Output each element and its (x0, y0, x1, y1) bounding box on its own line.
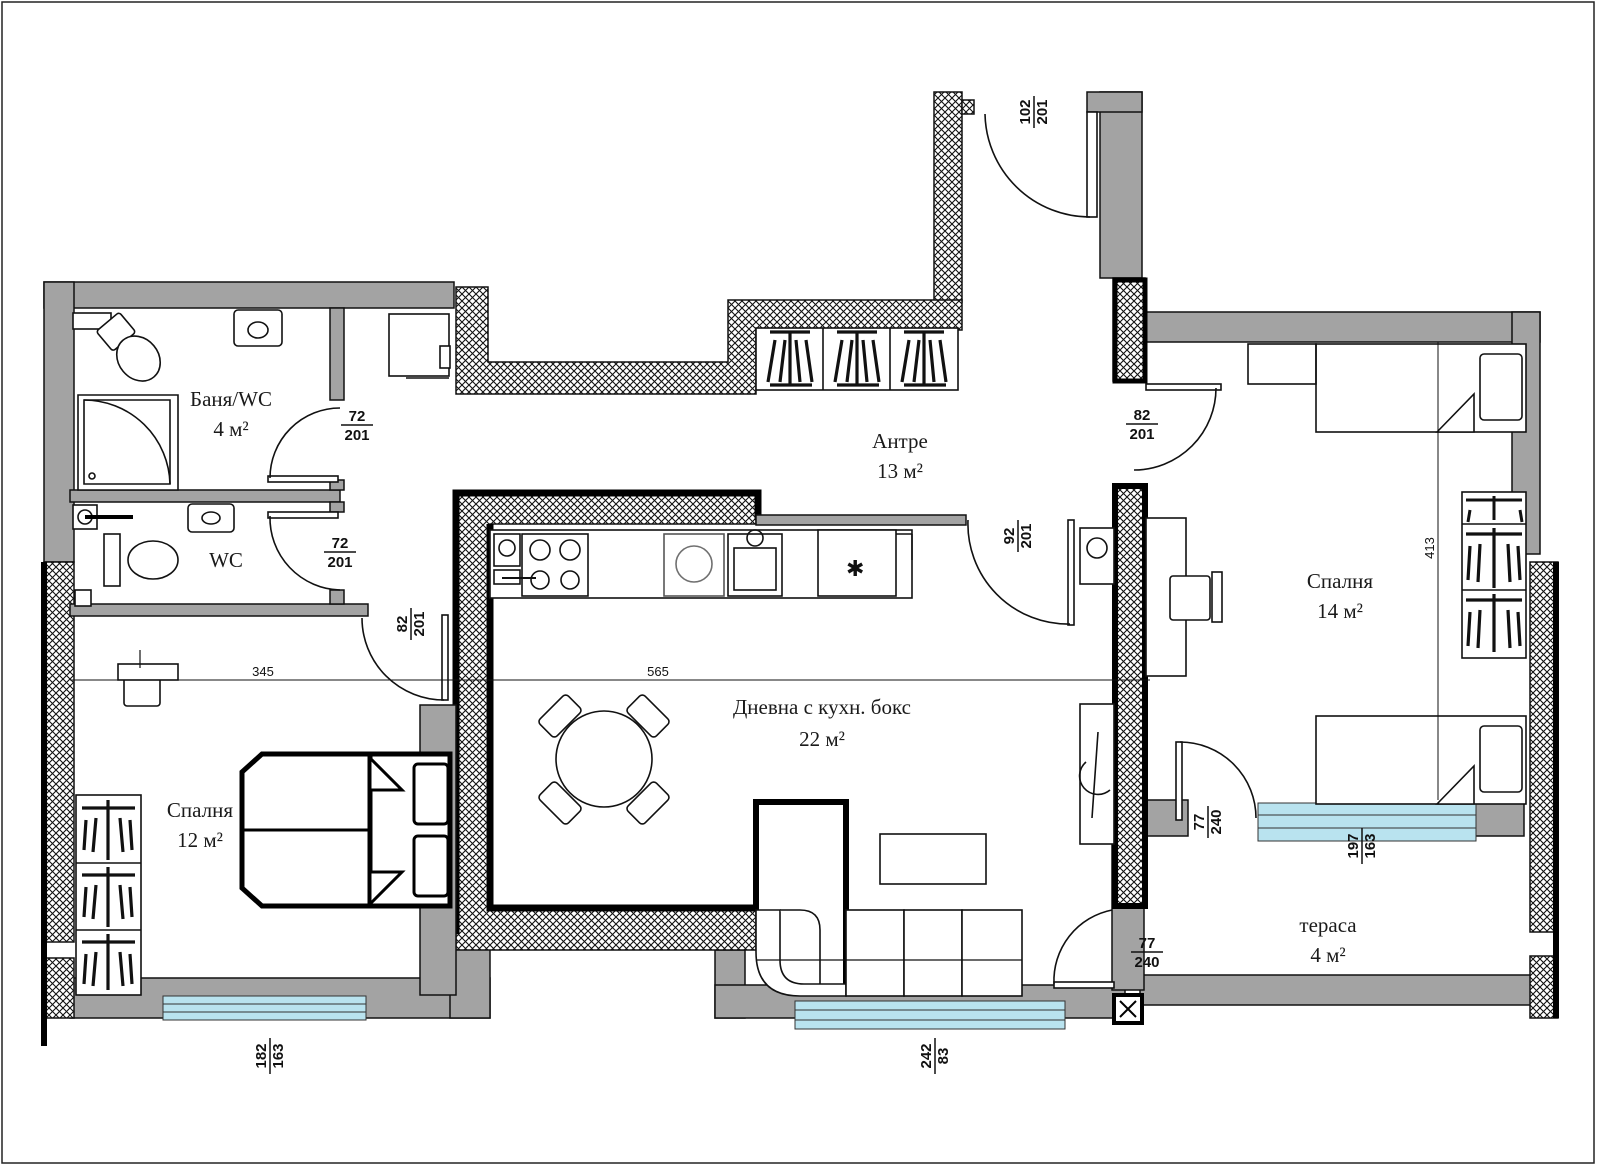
svg-text:92: 92 (1001, 528, 1018, 545)
windows (162, 802, 1477, 1030)
bedroom-left-furniture (75, 650, 453, 996)
svg-text:201: 201 (344, 427, 369, 444)
window-bedroom-right (1257, 802, 1477, 842)
window-living (794, 1000, 1066, 1030)
bath-fixtures (72, 309, 283, 607)
svg-text:197: 197 (1345, 833, 1362, 858)
svg-text:77: 77 (1139, 935, 1156, 952)
window-left (162, 995, 367, 1021)
terrace-name: тераса (1299, 913, 1357, 937)
dim-bedroom-left: 82 201 (394, 608, 428, 640)
doors (267, 111, 1257, 989)
dim-entry: 102 201 (1017, 96, 1051, 128)
dim-width-living: 565 (647, 664, 669, 679)
bedroom-left-name: Спалня (167, 798, 233, 822)
svg-text:72: 72 (349, 408, 366, 425)
dim-wc: 72 201 (324, 535, 356, 571)
dim-terrace-lower: 77 240 (1131, 935, 1163, 971)
svg-text:163: 163 (270, 1043, 287, 1068)
overall-dimensions: 345 565 413 (252, 537, 1437, 679)
dim-bath: 72 201 (341, 408, 373, 444)
svg-text:82: 82 (1134, 407, 1151, 424)
svg-text:83: 83 (935, 1048, 952, 1065)
svg-text:77: 77 (1191, 814, 1208, 831)
dim-width-left: 345 (252, 664, 274, 679)
svg-text:201: 201 (327, 554, 352, 571)
svg-text:242: 242 (918, 1043, 935, 1068)
wc-name: WC (209, 548, 243, 572)
living-furniture (538, 694, 1115, 997)
door-bedroom-left (361, 614, 449, 701)
dim-bedroom-right: 82 201 (1126, 407, 1158, 443)
living-name: Дневна с кухн. бокс (733, 695, 911, 719)
dim-window-living: 242 83 (918, 1038, 952, 1074)
hall-fixtures (388, 313, 959, 391)
dim-window-bedroom-right: 197 163 (1345, 828, 1379, 864)
opening-dimensions: 102 201 72 201 72 201 82 201 82 201 (253, 96, 1379, 1074)
svg-text:82: 82 (394, 616, 411, 633)
hall-name: Антре (872, 429, 928, 453)
hall-wardrobe (755, 327, 959, 391)
svg-text:✱: ✱ (846, 557, 864, 582)
svg-text:201: 201 (1018, 523, 1035, 548)
bedroom-left-area: 12 м² (177, 828, 223, 852)
door-living (967, 519, 1075, 626)
bedroom-right-name: Спалня (1307, 569, 1373, 593)
bedroom-right-area: 14 м² (1317, 599, 1363, 623)
living-area: 22 м² (799, 727, 845, 751)
dim-terrace-upper: 77 240 (1191, 806, 1225, 838)
svg-text:201: 201 (1129, 426, 1154, 443)
svg-text:182: 182 (253, 1043, 270, 1068)
svg-text:102: 102 (1017, 99, 1034, 124)
terrace-area: 4 м² (1310, 943, 1345, 967)
door-entry (984, 111, 1098, 218)
svg-text:201: 201 (411, 611, 428, 636)
svg-text:72: 72 (332, 535, 349, 552)
hall-area: 13 м² (877, 459, 923, 483)
svg-text:240: 240 (1208, 809, 1225, 834)
partitions (69, 307, 967, 996)
door-wc (267, 511, 341, 591)
room-labels: Баня/WC 4 м² WC Антре 13 м² Дневна с кух… (167, 387, 1373, 967)
door-bedroom-right (1133, 383, 1222, 471)
dim-depth-right: 413 (1422, 537, 1437, 559)
svg-text:163: 163 (1362, 833, 1379, 858)
svg-text:201: 201 (1034, 99, 1051, 124)
bath-name: Баня/WC (190, 387, 272, 411)
dim-window-left: 182 163 (253, 1038, 287, 1074)
door-terrace-lower (1053, 909, 1115, 989)
dim-living: 92 201 (1001, 520, 1035, 552)
door-terrace-upper (1175, 741, 1257, 821)
bath-area: 4 м² (213, 417, 248, 441)
kitchen: ✱ (489, 529, 913, 599)
svg-text:240: 240 (1134, 954, 1159, 971)
door-bath (267, 407, 341, 483)
bedroom-right-furniture (1079, 342, 1527, 805)
structural-walls (43, 91, 1559, 1019)
